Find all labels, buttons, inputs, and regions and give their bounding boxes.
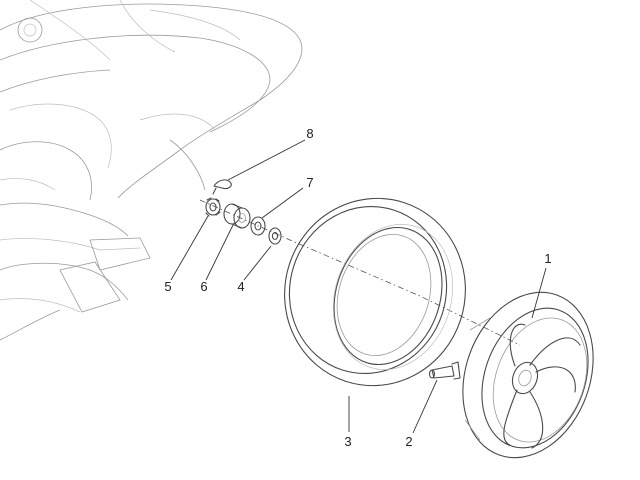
leader-lines <box>170 139 547 434</box>
scooter-body-panel <box>0 0 303 341</box>
leader-2 <box>412 379 438 434</box>
leader-8 <box>227 139 306 181</box>
washer-large-part <box>250 216 266 236</box>
leader-1 <box>531 267 547 319</box>
leader-5 <box>170 215 209 281</box>
leader-4 <box>243 245 272 281</box>
callout-8: 8 <box>306 126 313 141</box>
wheel-axis-line <box>199 199 521 346</box>
callout-2: 2 <box>405 434 412 449</box>
tyre-part <box>284 197 466 387</box>
callout-3: 3 <box>344 434 351 449</box>
split-pin-part <box>212 179 232 195</box>
leader-7 <box>261 187 304 219</box>
callout-5: 5 <box>164 279 171 294</box>
callout-4: 4 <box>237 279 244 294</box>
callout-labels: 1 2 3 4 5 6 7 8 <box>164 126 551 449</box>
spacer-part <box>223 203 251 229</box>
washer-small-part <box>268 227 282 245</box>
rim-part <box>462 291 594 459</box>
valve-part <box>428 361 461 380</box>
callout-7: 7 <box>306 175 313 190</box>
nut-part <box>205 197 221 217</box>
callout-1: 1 <box>544 251 551 266</box>
callout-6: 6 <box>200 279 207 294</box>
leader-6 <box>205 224 234 281</box>
